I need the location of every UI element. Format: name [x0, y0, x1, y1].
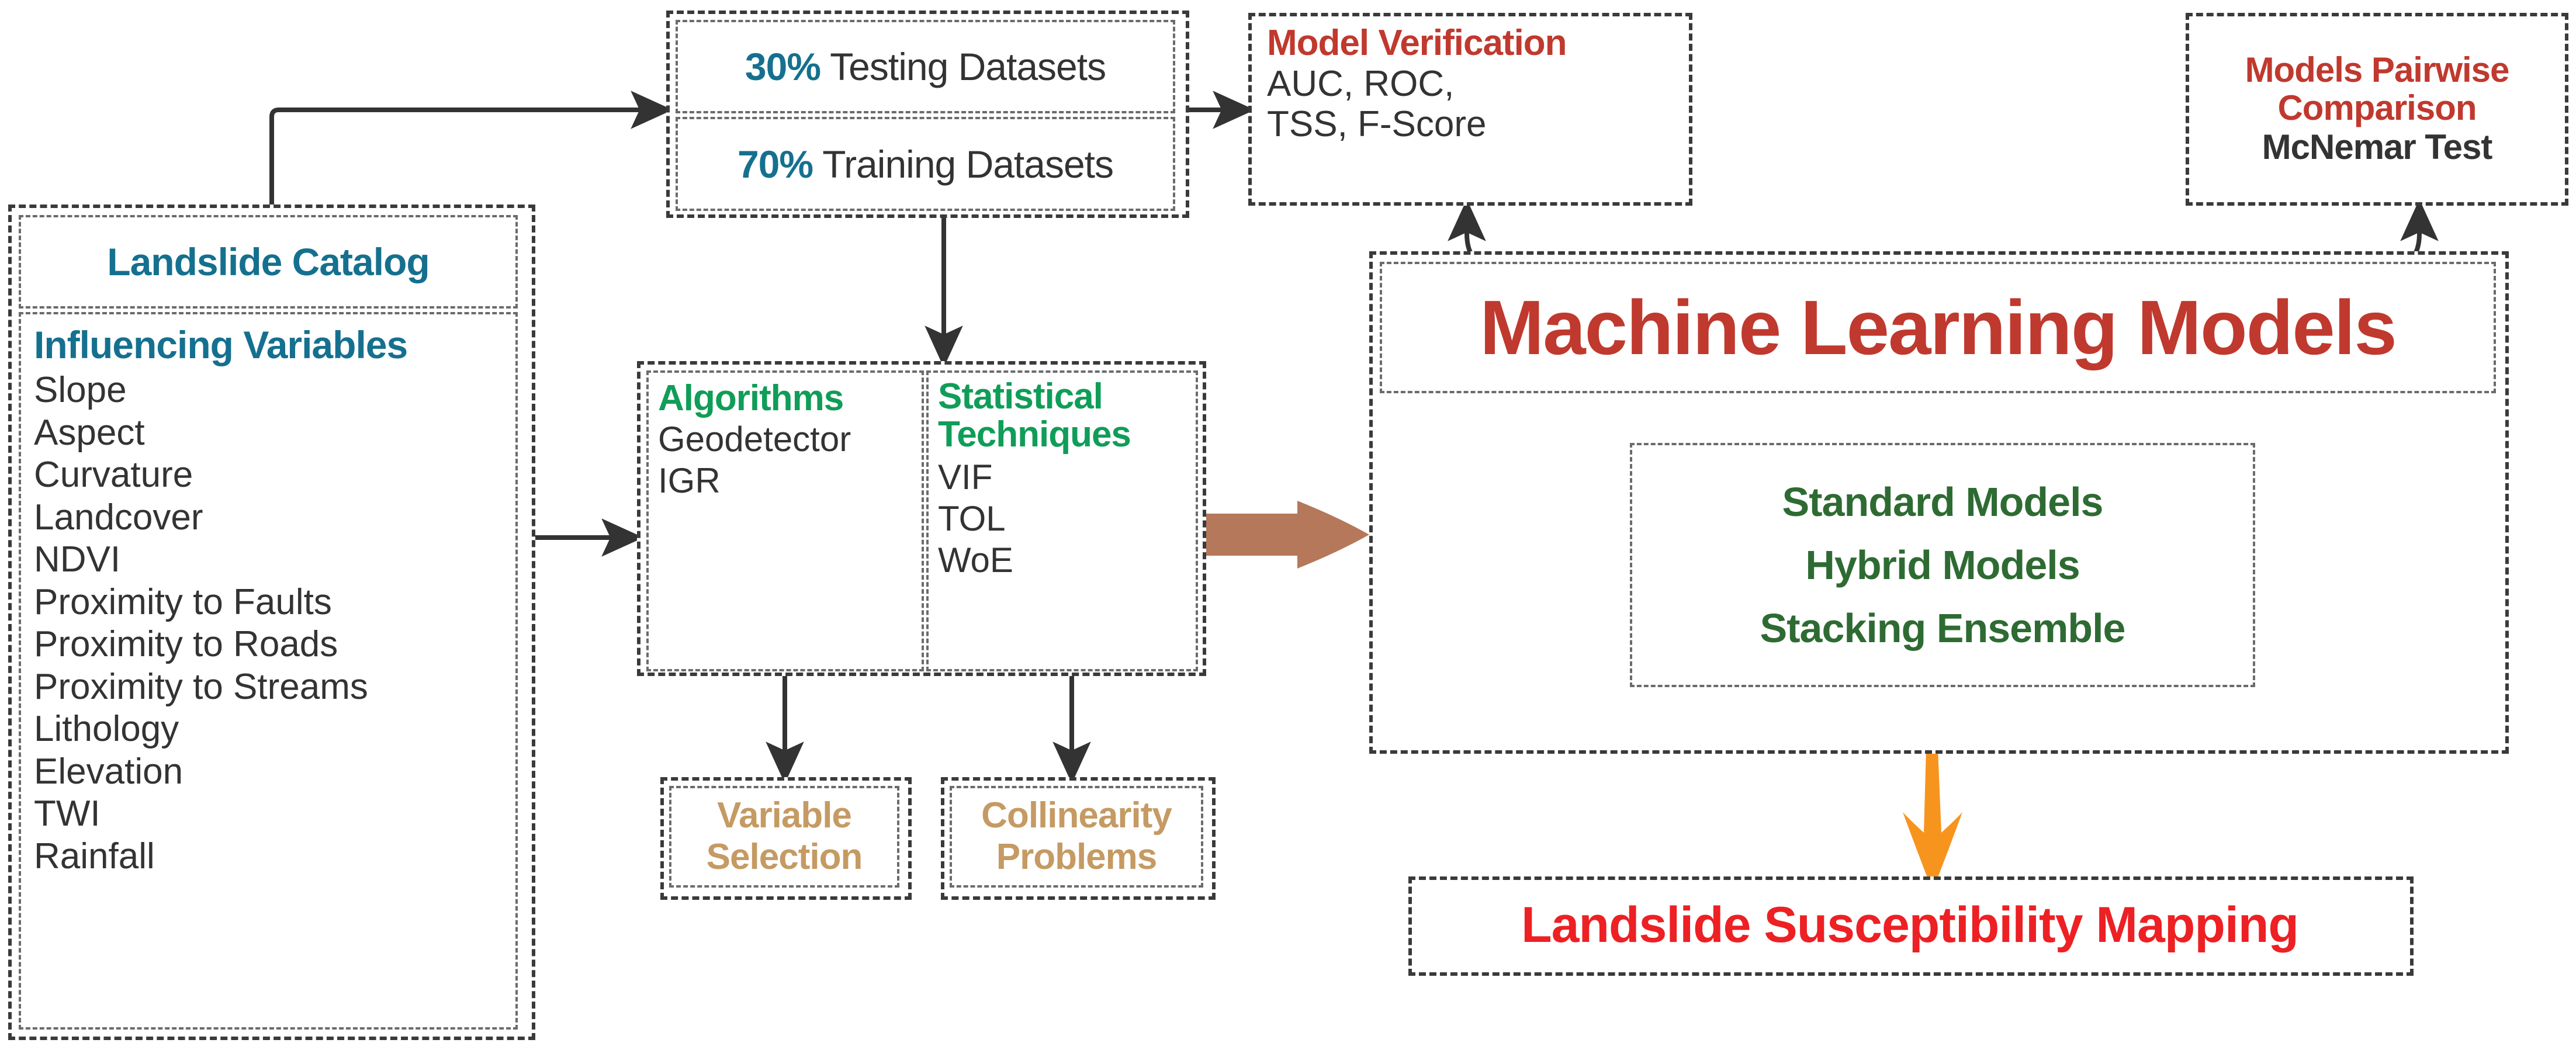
methods-panel: Algorithms Geodetector IGR Statistical T…: [637, 361, 1206, 676]
variable-item-landcover: Landcover: [34, 497, 203, 538]
model-verification-box[interactable]: Model Verification AUC, ROC, TSS, F-Scor…: [1248, 13, 1692, 206]
influencing-variables-box[interactable]: Influencing Variables Slope Aspect Curva…: [19, 312, 518, 1030]
model-verification-title: Model Verification: [1267, 23, 1567, 63]
variable-item-ndvi: NDVI: [34, 539, 121, 580]
output-panel: Landslide Susceptibility Mapping: [1408, 876, 2414, 976]
ml-models-title-box[interactable]: Machine Learning Models: [1380, 262, 2496, 393]
variable-selection-line-2: Selection: [706, 837, 863, 877]
algorithms-box[interactable]: Algorithms Geodetector IGR: [646, 370, 924, 671]
statistic-item-tol: TOL: [938, 498, 1006, 538]
collinearity-panel: Collinearity Problems: [941, 777, 1216, 900]
models-pairwise-comparison-box[interactable]: Models Pairwise Comparison McNemar Test: [2186, 13, 2568, 206]
influencing-variables-title: Influencing Variables: [34, 323, 408, 366]
datasets-panel: 30% Testing Datasets 70% Training Datase…: [666, 11, 1189, 218]
variable-item-streams: Proximity to Streams: [34, 666, 368, 707]
model-type-hybrid: Hybrid Models: [1805, 542, 2080, 588]
testing-text: Testing Datasets: [830, 45, 1106, 88]
inputs-panel: Landslide Catalog Influencing Variables …: [8, 205, 535, 1040]
variable-item-roads: Proximity to Roads: [34, 624, 338, 665]
model-type-standard: Standard Models: [1782, 479, 2104, 525]
landslide-catalog-title: Landslide Catalog: [107, 240, 430, 283]
variable-item-curvature: Curvature: [34, 455, 193, 495]
landslide-susceptibility-mapping-box[interactable]: Landslide Susceptibility Mapping: [1417, 885, 2403, 965]
variable-item-elevation: Elevation: [34, 751, 183, 792]
variable-selection-box[interactable]: Variable Selection: [669, 786, 899, 888]
verification-metrics-line-2: TSS, F-Score: [1267, 104, 1487, 145]
mcnemar-test-label: McNemar Test: [2262, 127, 2493, 167]
variable-selection-line-1: Variable: [717, 795, 852, 836]
statistics-title-line-1: Statistical: [938, 376, 1103, 417]
landslide-catalog-box[interactable]: Landslide Catalog: [19, 215, 518, 309]
landslide-susceptibility-mapping-title: Landslide Susceptibility Mapping: [1521, 896, 2299, 953]
algorithm-item-geodetector: Geodetector: [658, 420, 851, 459]
variable-item-lithology: Lithology: [34, 709, 179, 750]
statistic-item-woe: WoE: [938, 540, 1013, 580]
connector-catalog-to-datasets: [269, 91, 673, 205]
collinearity-line-2: Problems: [996, 837, 1158, 877]
brown-arrow-methods-to-ml: [1206, 501, 1369, 569]
machine-learning-models-panel: Machine Learning Models Standard Models …: [1369, 251, 2509, 754]
testing-datasets-label: 30% Testing Datasets: [745, 44, 1106, 89]
testing-datasets-box[interactable]: 30% Testing Datasets: [676, 20, 1175, 113]
machine-learning-models-title: Machine Learning Models: [1480, 285, 2397, 370]
variable-item-rainfall: Rainfall: [34, 836, 155, 876]
orange-arrow-ml-to-output: [1903, 748, 1962, 891]
training-text: Training Datasets: [822, 142, 1114, 186]
comparison-title-line-2: Comparison: [2277, 88, 2477, 127]
variable-item-aspect: Aspect: [34, 412, 145, 453]
verification-metrics-line-1: AUC, ROC,: [1267, 64, 1455, 104]
variable-item-faults: Proximity to Faults: [34, 581, 332, 622]
model-types-box[interactable]: Standard Models Hybrid Models Stacking E…: [1630, 443, 2255, 687]
statistics-title-line-2: Techniques: [938, 414, 1131, 455]
algorithms-title: Algorithms: [658, 378, 844, 418]
testing-percent: 30%: [745, 45, 821, 88]
algorithm-item-igr: IGR: [658, 460, 721, 500]
comparison-title-line-1: Models Pairwise: [2245, 50, 2510, 89]
collinearity-line-1: Collinearity: [981, 795, 1172, 836]
training-datasets-label: 70% Training Datasets: [737, 142, 1114, 186]
training-percent: 70%: [737, 142, 813, 186]
model-type-stacking: Stacking Ensemble: [1760, 605, 2126, 651]
statistical-techniques-box[interactable]: Statistical Techniques VIF TOL WoE: [926, 370, 1198, 671]
statistic-item-vif: VIF: [938, 458, 993, 497]
variable-item-slope: Slope: [34, 370, 127, 410]
variable-selection-panel: Variable Selection: [660, 777, 912, 900]
variable-item-twi: TWI: [34, 793, 101, 834]
training-datasets-box[interactable]: 70% Training Datasets: [676, 117, 1175, 211]
collinearity-problems-box[interactable]: Collinearity Problems: [950, 786, 1203, 888]
